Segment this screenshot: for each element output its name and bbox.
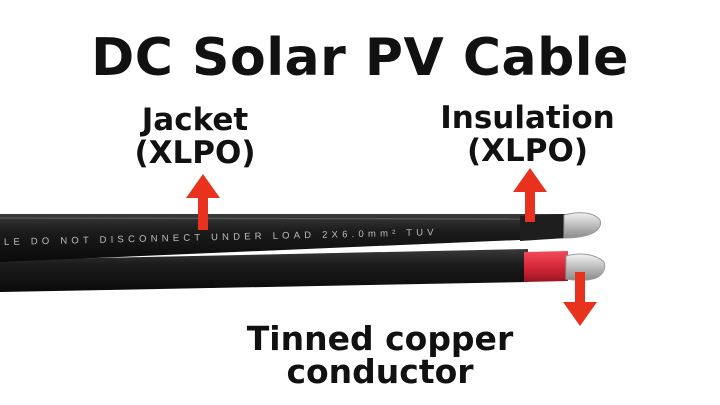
diagram-title: DC Solar PV Cable: [91, 28, 629, 88]
insulation-material: (XLPO): [466, 132, 589, 169]
jacket-label: Jacket (XLPO): [130, 104, 260, 169]
conductor-label: Tinned copper conductor: [246, 319, 514, 391]
lower-core: [0, 249, 606, 292]
conductor-arrow: [563, 272, 597, 326]
jacket-arrow: [186, 174, 220, 230]
upper-conductor-strands: [563, 212, 601, 239]
insulation-name: Insulation: [440, 100, 615, 136]
insulation-arrow: [513, 168, 547, 222]
upper-jacket: [0, 214, 566, 262]
red-insulation: [524, 251, 568, 282]
cable-highlight: [0, 217, 521, 220]
lower-jacket: [0, 249, 528, 292]
lower-conductor-strands: [565, 253, 606, 281]
jacket-name: Jacket: [141, 102, 249, 138]
insulation-label: Insulation (XLPO): [440, 102, 615, 167]
jacket-material: (XLPO): [134, 134, 256, 171]
